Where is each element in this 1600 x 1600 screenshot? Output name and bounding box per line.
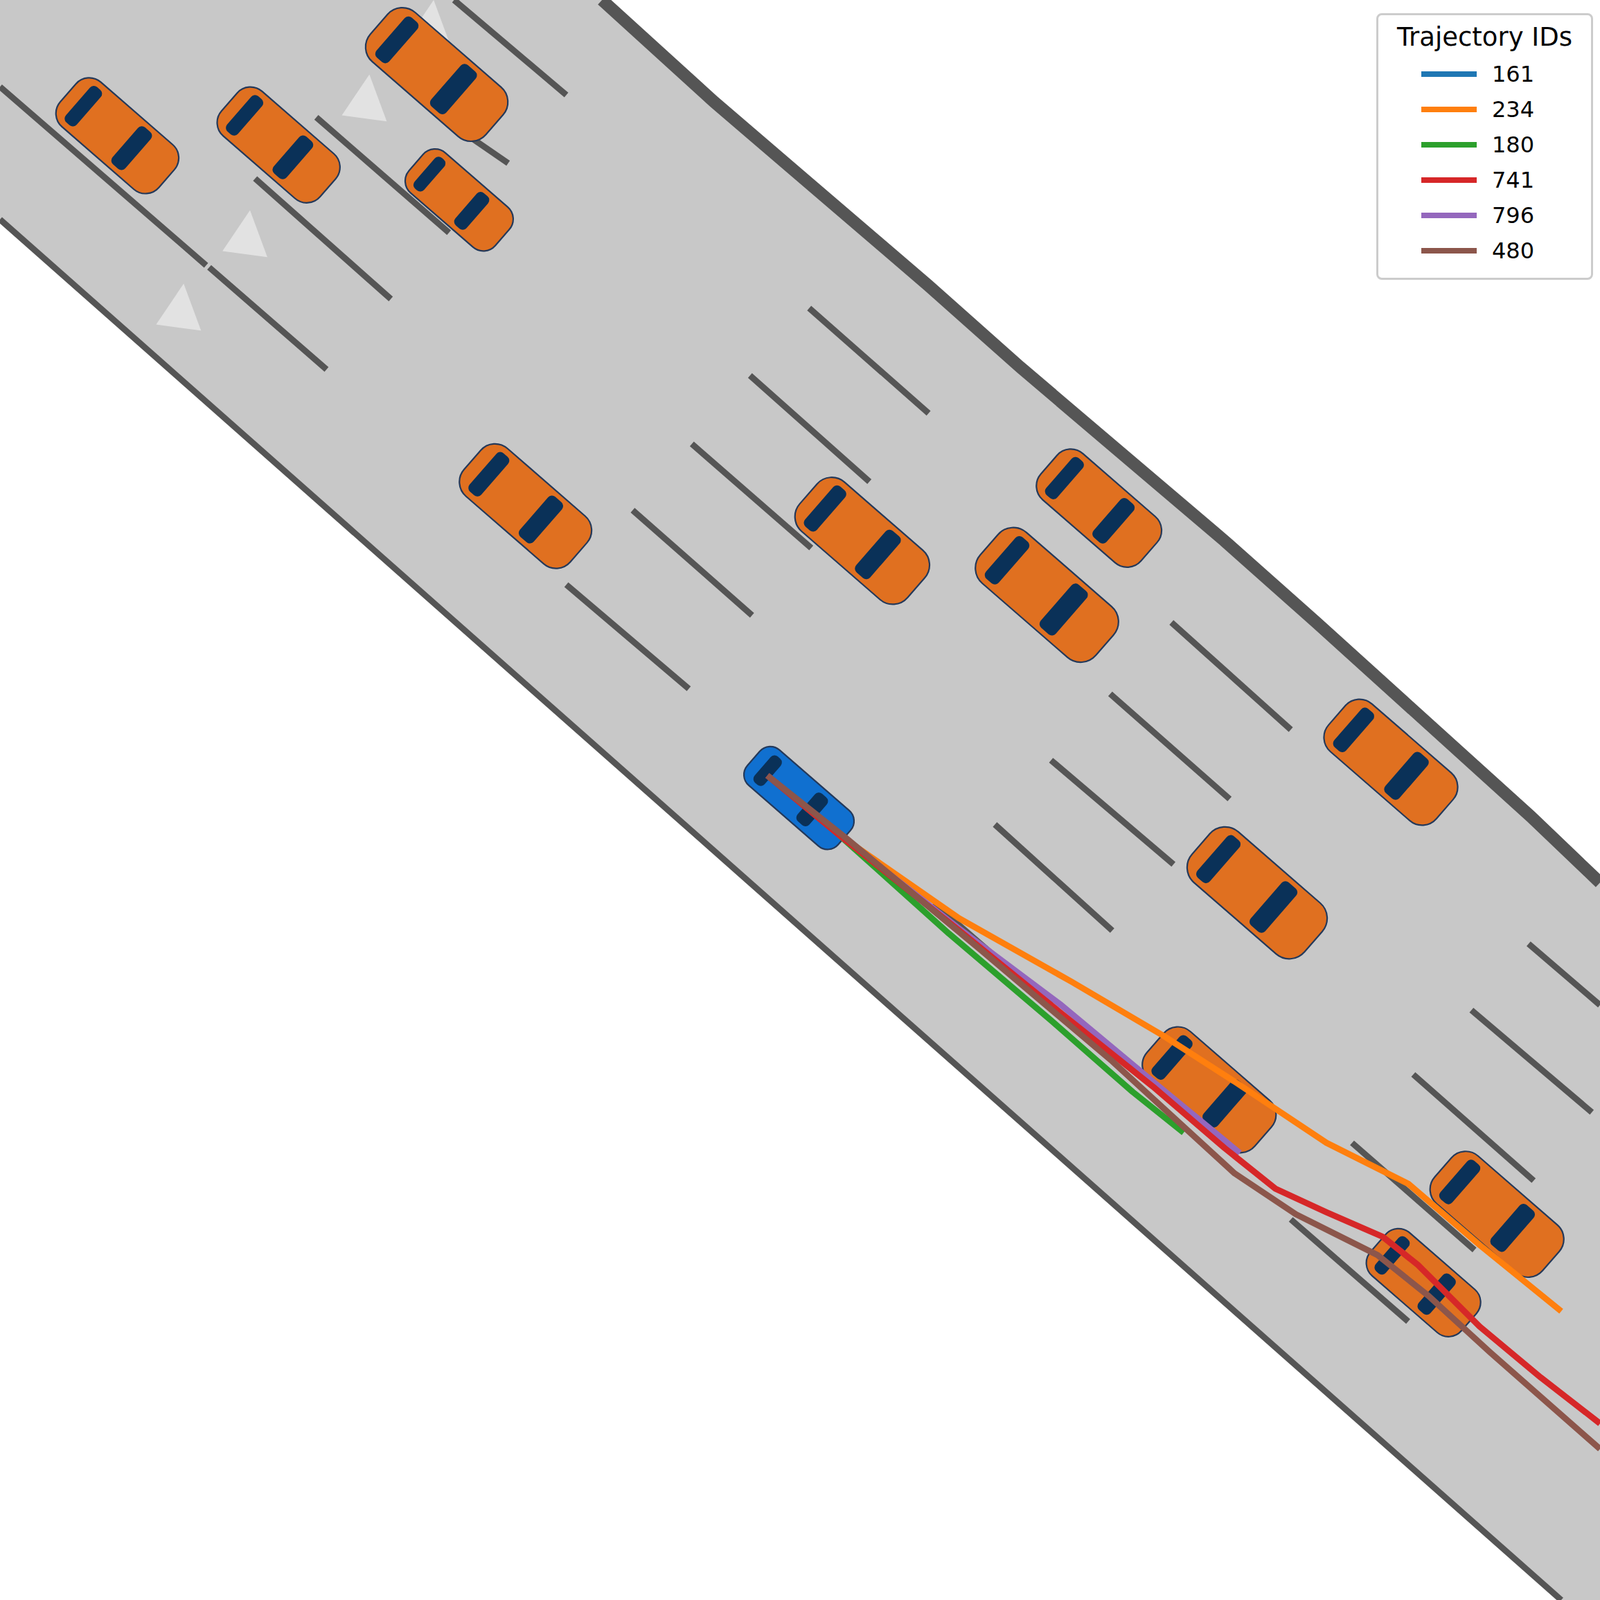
- car: [1178, 818, 1336, 967]
- legend-entry: 161: [1389, 56, 1580, 92]
- legend-entry: 180: [1389, 126, 1580, 163]
- lane-dash: [994, 824, 1112, 931]
- legend-label: 234: [1491, 96, 1535, 123]
- lane-dash: [691, 443, 812, 548]
- trajectories: [767, 775, 1600, 1450]
- vehicles: [48, 0, 1572, 1344]
- car: [1316, 691, 1466, 833]
- trajectory-line: [838, 834, 1562, 1312]
- lane-dash: [809, 308, 929, 414]
- legend-swatch: [1421, 106, 1477, 113]
- car: [451, 436, 600, 577]
- yield-triangle: [155, 283, 201, 332]
- car: [786, 469, 938, 613]
- legend-label: 480: [1491, 237, 1535, 264]
- lane-dash: [1171, 622, 1291, 731]
- legend-label: 180: [1491, 131, 1535, 158]
- yield-triangle: [222, 209, 268, 257]
- car: [966, 519, 1127, 671]
- legend-swatch: [1421, 177, 1477, 183]
- road-edge: [601, 0, 1600, 883]
- legend-entry: 796: [1389, 197, 1580, 233]
- car: [398, 142, 521, 258]
- car: [209, 79, 348, 210]
- lane-dash: [1471, 1009, 1592, 1112]
- lane-dash: [750, 375, 870, 482]
- legend-entry: 741: [1389, 162, 1580, 198]
- road-edge: [0, 219, 1562, 1600]
- car: [357, 0, 517, 150]
- lane-dashes: [209, 0, 1600, 1322]
- car: [1358, 1221, 1488, 1344]
- lane-dash: [1110, 694, 1230, 800]
- legend-entry: 234: [1389, 91, 1580, 127]
- legend-swatch: [1421, 141, 1477, 148]
- legend-swatch: [1421, 71, 1477, 77]
- trajectory-line: [767, 775, 1600, 1450]
- legend-items: 161 234 180 741 796 480: [1389, 56, 1580, 269]
- legend-label: 741: [1491, 166, 1535, 194]
- legend-label: 796: [1491, 202, 1535, 229]
- legend-box: Trajectory IDs 161 234 180 741 796 480: [1376, 13, 1594, 280]
- lane-dash: [209, 267, 327, 370]
- lane-dash: [632, 510, 752, 616]
- legend-swatch: [1421, 212, 1477, 219]
- lane-dash: [566, 584, 690, 689]
- car: [48, 70, 186, 201]
- yield-triangle: [342, 74, 388, 122]
- lane-dash: [1050, 760, 1174, 865]
- legend-title: Trajectory IDs: [1389, 22, 1580, 52]
- lane-dash: [1528, 944, 1600, 1006]
- legend-entry: 480: [1389, 232, 1580, 269]
- lane-dash: [254, 178, 391, 300]
- legend-label: 161: [1491, 60, 1535, 88]
- legend-swatch: [1421, 247, 1477, 254]
